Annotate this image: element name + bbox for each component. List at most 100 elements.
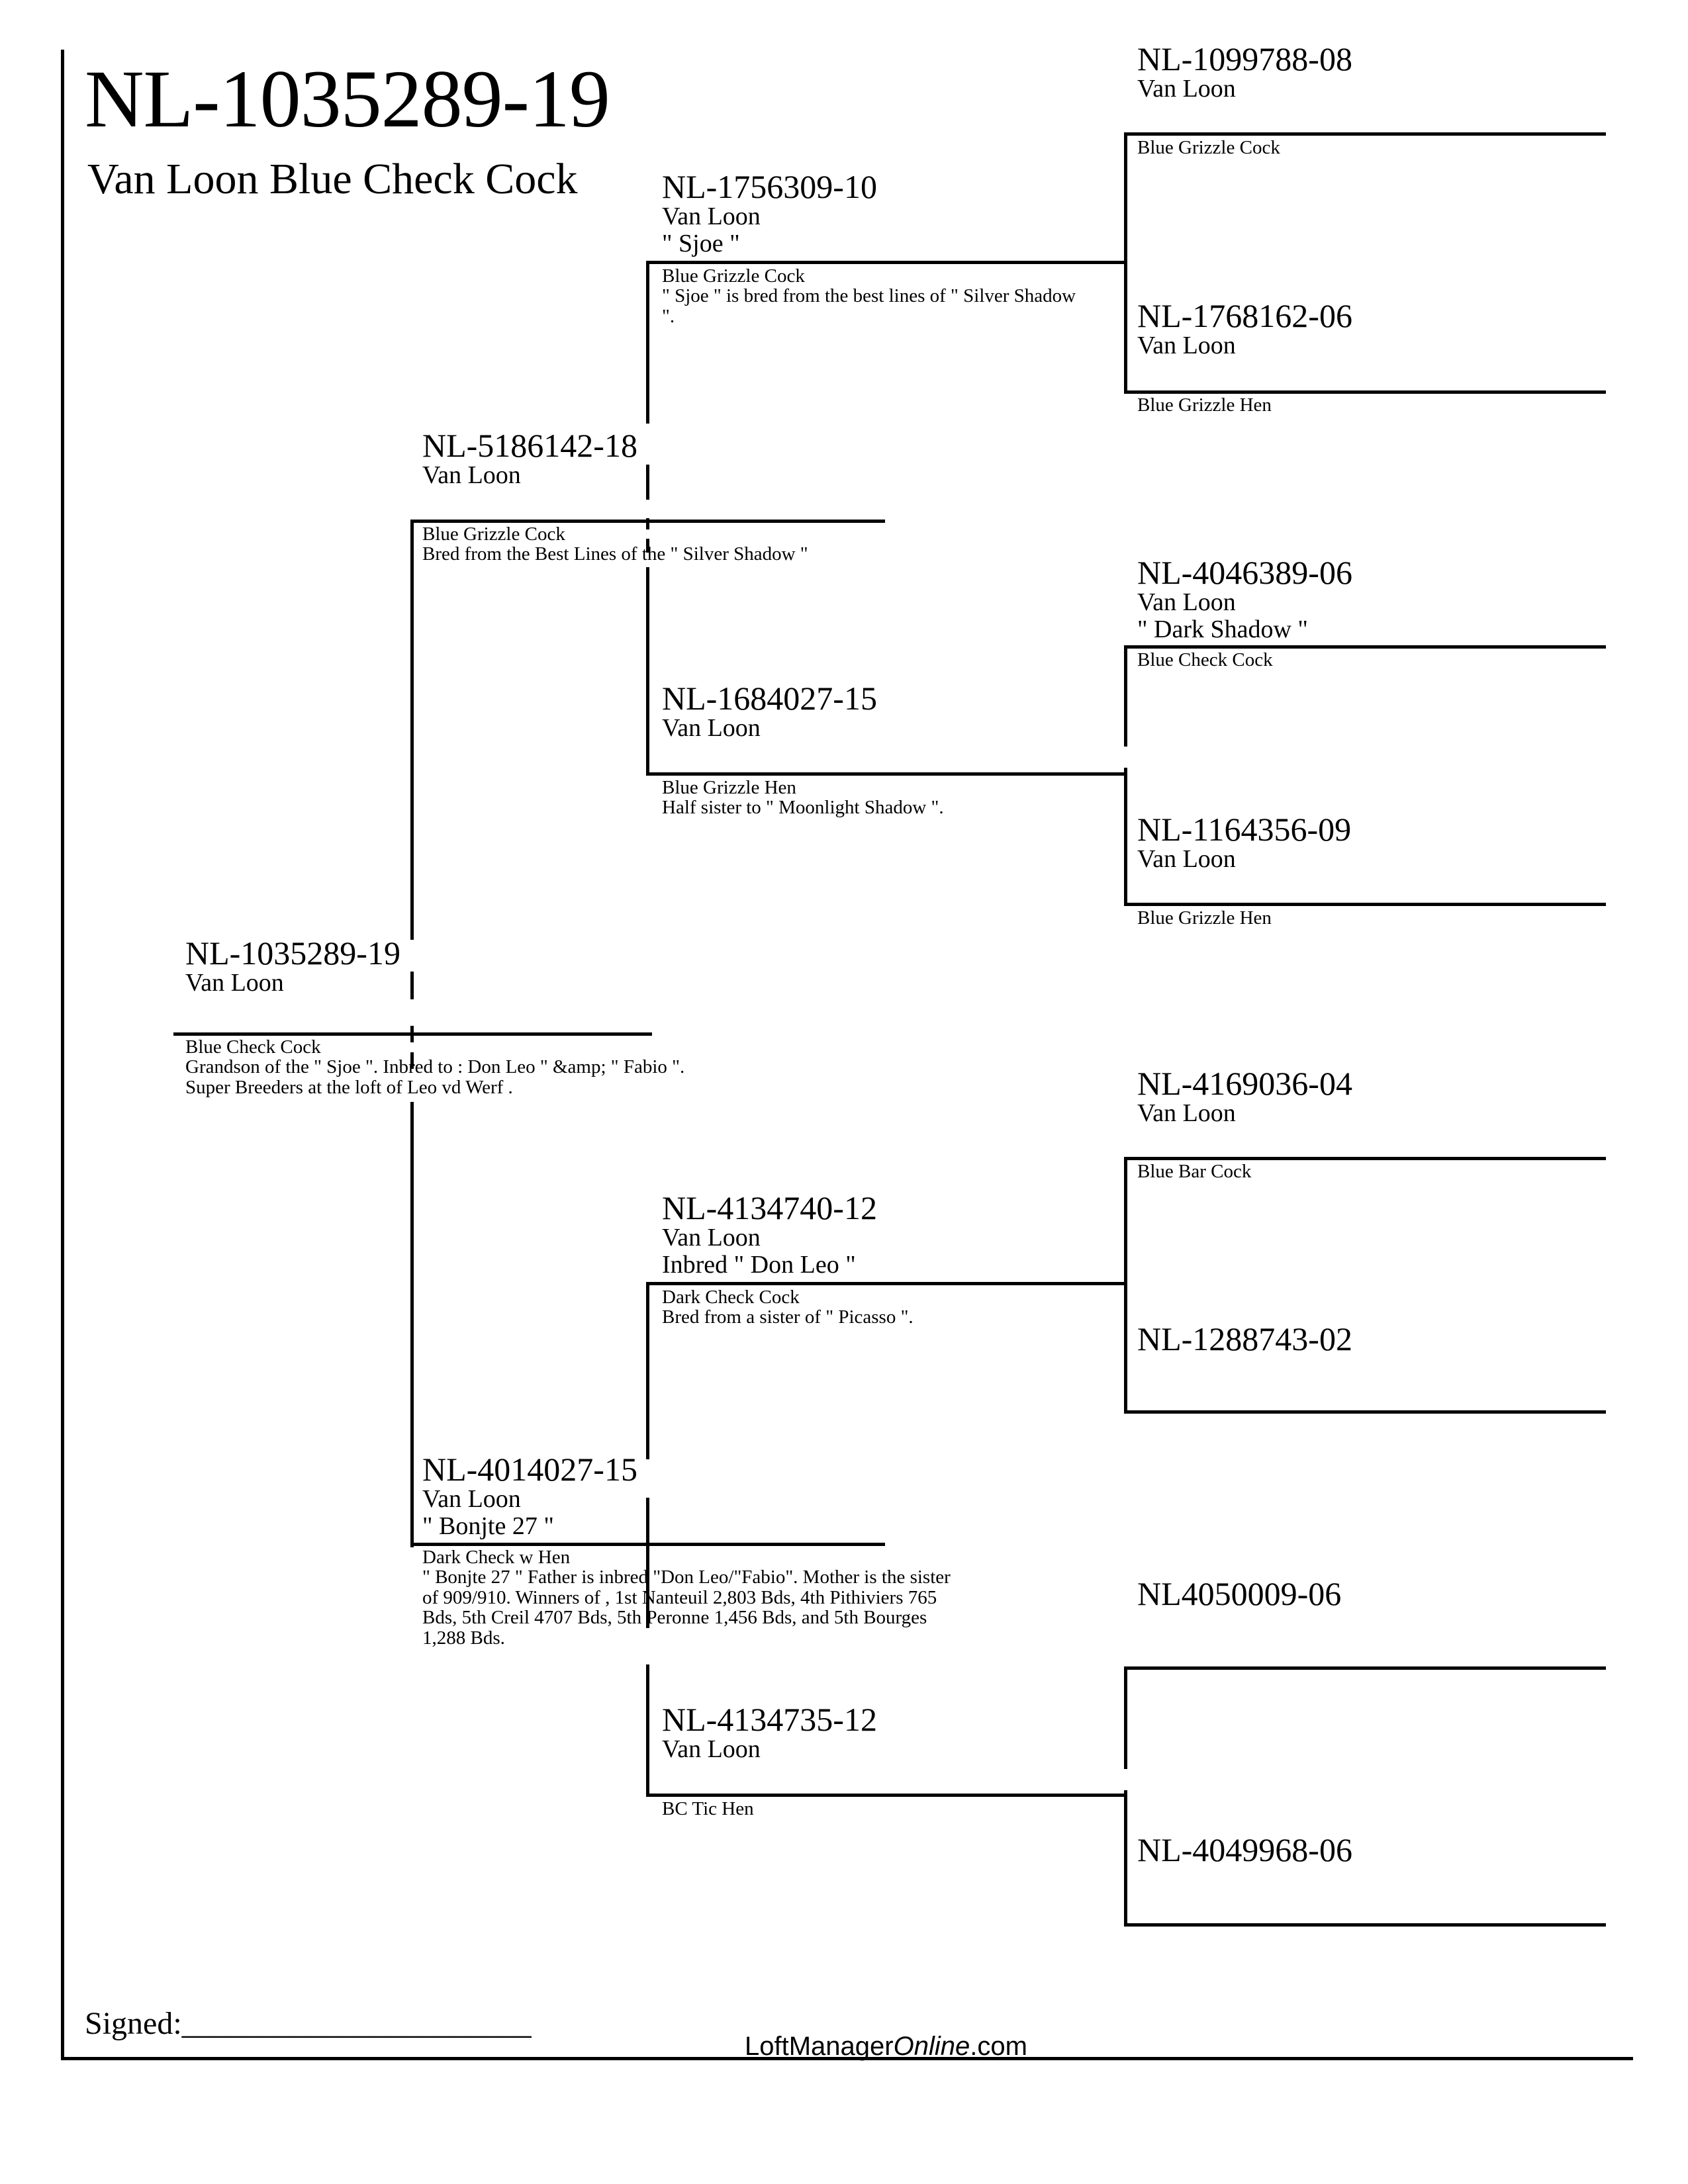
sire-owner: Van Loon [422, 461, 521, 489]
ggp-line-3 [1124, 645, 1606, 649]
line-gap [1123, 747, 1129, 768]
dam-name: " Bonjte 27 " [422, 1512, 554, 1541]
sire-ring: NL-5186142-18 [422, 427, 637, 464]
ggp-owner: Van Loon [1137, 588, 1236, 616]
ggp-entry-6: NL-1288743-02 [1137, 1322, 1352, 1355]
pedigree-subtitle: Van Loon Blue Check Cock [87, 155, 578, 203]
line-gap [645, 553, 651, 567]
page-bottom-border [61, 2057, 1633, 2060]
ggp-owner: Van Loon [1137, 75, 1236, 103]
subject-color: Blue Check Cock [185, 1036, 321, 1058]
gp-dam-sire-entry: NL-4134740-12 Van Loon Inbred " Don Leo … [662, 1191, 877, 1279]
line-gap [645, 529, 651, 539]
subject-entry: NL-1035289-19 Van Loon [185, 936, 400, 997]
line-gap [645, 424, 651, 465]
ggp-connector-1 [1124, 134, 1127, 394]
ggp-line-4 [1124, 903, 1606, 906]
ggp-color: Blue Check Cock [1137, 649, 1273, 670]
ggp-line-7 [1124, 1666, 1606, 1670]
ggp-line-8 [1124, 1923, 1606, 1927]
dam-entry: NL-4014027-15 Van Loon " Bonjte 27 " [422, 1453, 637, 1540]
gp-color: Dark Check Cock [662, 1287, 800, 1308]
sire-dam-connector [410, 521, 414, 1547]
ggp-ring: NL4050009-06 [1137, 1575, 1342, 1612]
ggp-line-2 [1124, 390, 1606, 394]
ggp-entry-1: NL-1099788-08 Van Loon [1137, 42, 1352, 103]
sire-color: Blue Grizzle Cock [422, 523, 565, 545]
line-gap [1123, 1769, 1129, 1790]
ggp-owner: Van Loon [1137, 845, 1236, 873]
ggp-ring: NL-1164356-09 [1137, 811, 1352, 848]
ggp-line-5 [1124, 1157, 1606, 1160]
brand-suffix: .com [970, 2032, 1027, 2061]
subject-details: Blue Check Cock Grandson of the " Sjoe "… [185, 1036, 688, 1098]
gp-name: Inbred " Don Leo " [662, 1251, 856, 1279]
sire-note: Bred from the Best Lines of the " Silver… [422, 543, 808, 565]
ggp-color: Blue Grizzle Cock [1137, 137, 1280, 158]
gp-line-sire-sire [646, 261, 1127, 264]
gp-sire-dam-entry: NL-1684027-15 Van Loon [662, 682, 877, 742]
ggp-line-6 [1124, 1410, 1606, 1414]
page-left-border [61, 50, 64, 2060]
gp-note: Half sister to " Moonlight Shadow ". [662, 797, 944, 818]
ggp-color: Blue Grizzle Hen [1137, 394, 1272, 416]
signature-field: Signed:______________________ [85, 2005, 532, 2042]
subject-ring: NL-1035289-19 [185, 934, 400, 972]
ggp-name: " Dark Shadow " [1137, 615, 1308, 644]
dam-color: Dark Check w Hen [422, 1547, 571, 1568]
gp-color: Blue Grizzle Hen [662, 777, 796, 798]
ggp-ring: NL-4169036-04 [1137, 1065, 1352, 1102]
dam-ring: NL-4014027-15 [422, 1451, 637, 1488]
gp-sire-sire-entry: NL-1756309-10 Van Loon " Sjoe " [662, 170, 877, 257]
ggp-entry-8: NL-4049968-06 [1137, 1833, 1352, 1866]
brand-italic: Online [893, 2032, 970, 2061]
ggp-entry-4: NL-1164356-09 Van Loon [1137, 813, 1351, 873]
ggp-entry-5: NL-4169036-04 Van Loon [1137, 1067, 1352, 1127]
gp-line-dam-sire [646, 1282, 1127, 1285]
brand-main: LoftManager [745, 2032, 894, 2061]
line-gap [409, 1042, 415, 1052]
gp-owner: Van Loon [662, 203, 761, 230]
ggp-owner: Van Loon [1137, 332, 1236, 359]
gp-color: Blue Grizzle Cock [662, 265, 805, 287]
gp-note: " Sjoe " is bred from the best lines of … [662, 285, 1076, 327]
gp-line-sire-dam [646, 772, 1127, 776]
ggp-ring: NL-1099788-08 [1137, 40, 1352, 77]
ggp-owner: Van Loon [1137, 1099, 1236, 1127]
ggp-connector-2 [1124, 647, 1127, 906]
gp-sire-dam-details: Blue Grizzle Hen Half sister to " Moonli… [662, 778, 1112, 818]
gp-ring: NL-4134735-12 [662, 1701, 877, 1738]
line-gap [409, 940, 415, 972]
ggp-ring: NL-1288743-02 [1137, 1320, 1352, 1357]
ggp-connector-4 [1124, 1668, 1127, 1927]
pedigree-title-ring: NL-1035289-19 [85, 54, 610, 144]
signature-line: ______________________ [181, 2006, 532, 2041]
dam-note: " Bonjte 27 " Father is inbred "Don Leo/… [422, 1567, 951, 1649]
gp-note: Bred from a sister of " Picasso ". [662, 1306, 914, 1328]
dam-owner: Van Loon [422, 1485, 521, 1513]
ggp-connector-3 [1124, 1158, 1127, 1414]
gp-ring: NL-1756309-10 [662, 168, 877, 205]
ggp-entry-7: NL4050009-06 [1137, 1577, 1341, 1610]
ggp-line-1 [1124, 132, 1606, 136]
sire-parents-connector [646, 262, 649, 775]
ggp-color: Blue Bar Cock [1137, 1161, 1252, 1182]
subject-note: Grandson of the " Sjoe ". Inbred to : Do… [185, 1056, 685, 1098]
gp-color: BC Tic Hen [662, 1798, 754, 1819]
sire-details: Blue Grizzle Cock Bred from the Best Lin… [422, 525, 939, 565]
sire-entry: NL-5186142-18 Van Loon [422, 429, 637, 489]
ggp-entry-2: NL-1768162-06 Van Loon [1137, 299, 1352, 359]
signed-label: Signed: [85, 2006, 182, 2041]
gp-owner: Van Loon [662, 1224, 761, 1251]
dam-details: Dark Check w Hen " Bonjte 27 " Father is… [422, 1548, 952, 1649]
brand-footer: LoftManagerOnline.com [745, 2032, 1027, 2062]
gp-owner: Van Loon [662, 1735, 761, 1763]
gp-ring: NL-1684027-15 [662, 680, 877, 717]
line-gap [409, 1069, 415, 1102]
gp-owner: Van Loon [662, 714, 761, 742]
line-gap [645, 1628, 651, 1664]
ggp-entry-3: NL-4046389-06 Van Loon " Dark Shadow " [1137, 556, 1352, 643]
gp-dam-dam-details: BC Tic Hen [662, 1799, 1112, 1819]
ggp-color: Blue Grizzle Hen [1137, 907, 1272, 929]
ggp-ring: NL-4049968-06 [1137, 1831, 1352, 1868]
